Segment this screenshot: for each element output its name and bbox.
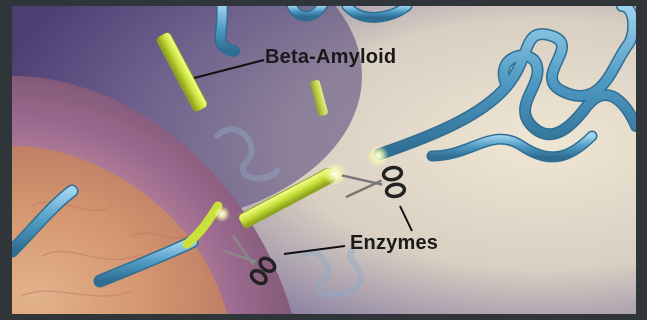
beta-amyloid-label: Beta-Amyloid <box>265 46 396 69</box>
illustration-frame: Beta-Amyloid Enzymes <box>12 6 636 314</box>
enzymes-label: Enzymes <box>350 232 438 255</box>
